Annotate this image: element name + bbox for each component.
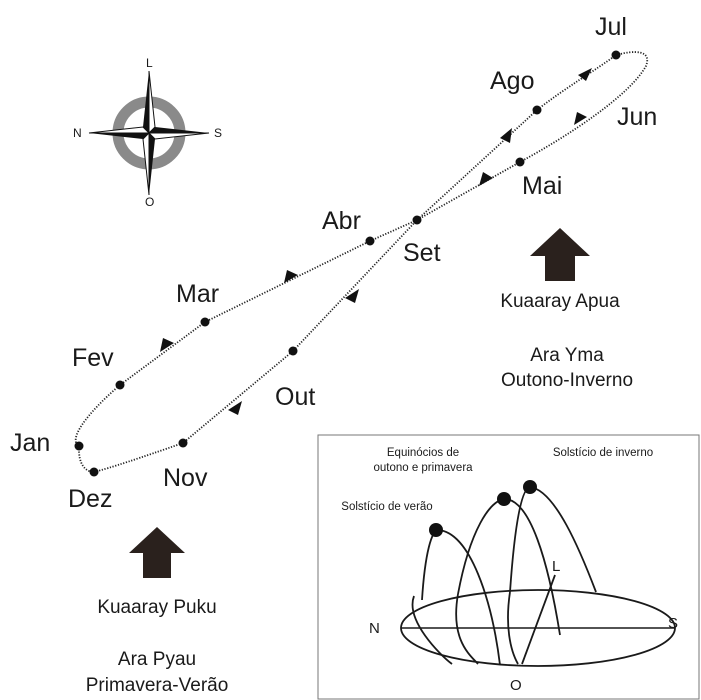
arrow-jul-ago xyxy=(578,68,592,81)
point-mar xyxy=(200,317,210,327)
arrow-fev-mar xyxy=(160,338,174,352)
lower-season-label-2: Primavera-Verão xyxy=(86,675,229,696)
label-fev: Fev xyxy=(72,344,114,372)
lower-place-label: Kuaaray Puku xyxy=(97,597,216,618)
up-arrow-lower xyxy=(129,527,185,578)
label-ago: Ago xyxy=(490,67,534,95)
arrow-out-nov xyxy=(228,401,242,415)
lower-season-label-1: Ara Pyau xyxy=(118,649,196,670)
month-labels: Jul Ago Jun Mai Abr Set Mar Fev Out Jan … xyxy=(10,13,657,513)
label-jun: Jun xyxy=(617,103,657,131)
point-jan xyxy=(74,441,84,451)
analemma-arrows xyxy=(160,68,592,415)
label-jan: Jan xyxy=(10,429,50,457)
equinox-label-1: Equinócios de xyxy=(387,447,459,459)
summer-path xyxy=(421,529,501,666)
upper-season-label-2: Outono-Inverno xyxy=(501,370,633,391)
analemma-points xyxy=(74,50,621,477)
winter-path-lower xyxy=(507,591,519,665)
up-arrow-upper xyxy=(530,228,590,281)
label-dez: Dez xyxy=(68,485,112,513)
sun-summer xyxy=(429,523,443,537)
label-jul: Jul xyxy=(595,13,627,41)
point-set xyxy=(412,215,422,225)
label-out: Out xyxy=(275,383,315,411)
point-dez xyxy=(89,467,99,477)
label-nov: Nov xyxy=(163,464,208,492)
point-jul xyxy=(611,50,621,60)
arrow-mar-abr xyxy=(284,270,298,283)
compass-rose: L N S O xyxy=(73,56,222,209)
point-out xyxy=(288,346,298,356)
upper-group: Kuaaray Apua Ara Yma Outono-Inverno xyxy=(500,228,633,391)
label-set: Set xyxy=(403,239,441,267)
inset-panel: Equinócios de outono e primavera Solstíc… xyxy=(317,434,700,700)
analemma-curve xyxy=(74,51,649,473)
sun-winter xyxy=(523,480,537,494)
arrow-ago-set xyxy=(500,128,512,143)
winter-label: Solstício de inverno xyxy=(553,447,653,459)
label-mar: Mar xyxy=(176,280,219,308)
point-ago xyxy=(532,105,542,115)
summer-label: Solstício de verão xyxy=(341,501,432,513)
point-mai xyxy=(515,157,525,167)
inset-dir-o: O xyxy=(510,677,522,694)
upper-place-label: Kuaaray Apua xyxy=(500,291,620,312)
lower-group: Kuaaray Puku Ara Pyau Primavera-Verão xyxy=(86,527,229,696)
inset-border xyxy=(317,434,700,700)
summer-path-lower xyxy=(411,595,453,665)
sun-paths xyxy=(411,486,597,666)
inset-dir-n: N xyxy=(369,620,380,637)
equinox-label-2: outono e primavera xyxy=(373,462,473,474)
inset-dir-s: S xyxy=(668,615,678,632)
point-abr xyxy=(365,236,375,246)
point-fev xyxy=(115,380,125,390)
upper-season-label-1: Ara Yma xyxy=(530,345,604,366)
compass-right-label: S xyxy=(214,126,222,140)
inset-dir-l: L xyxy=(552,558,560,575)
compass-left-label: N xyxy=(73,126,82,140)
label-mai: Mai xyxy=(522,172,562,200)
compass-star xyxy=(88,70,210,196)
analemma-summer-loop xyxy=(416,51,649,221)
compass-top-label: L xyxy=(146,56,153,70)
arrow-mai-jun xyxy=(574,112,587,125)
point-nov xyxy=(178,438,188,448)
east-west-line xyxy=(521,574,556,665)
analemma-winter-loop xyxy=(74,219,418,473)
compass-bottom-label: O xyxy=(145,195,154,209)
label-abr: Abr xyxy=(322,207,361,235)
equinox-path-lower xyxy=(455,593,479,665)
sun-equinox xyxy=(497,492,511,506)
arrow-set-mai xyxy=(479,172,493,186)
arrow-set-out xyxy=(345,289,359,303)
